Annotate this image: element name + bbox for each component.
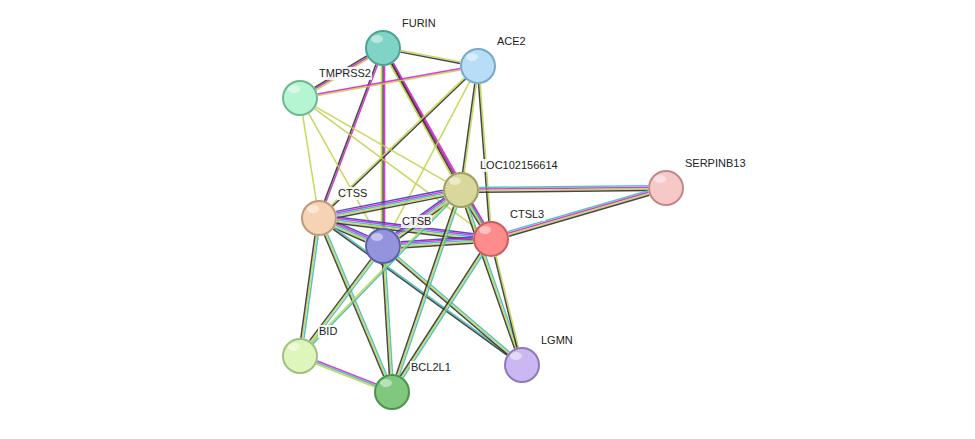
node-label: BCL2L1 — [410, 361, 452, 374]
interaction-edge — [396, 207, 456, 376]
evidence-line — [399, 208, 456, 376]
evidence-line — [463, 84, 475, 172]
interaction-edge — [479, 84, 491, 221]
evidence-line — [480, 84, 490, 221]
node-circle — [443, 172, 479, 208]
evidence-line — [384, 264, 391, 374]
evidence-line — [310, 259, 371, 340]
node-circle — [460, 48, 496, 84]
evidence-line — [401, 51, 461, 62]
evidence-line — [468, 206, 517, 347]
interaction-edge — [301, 236, 318, 339]
interaction-edge — [465, 206, 517, 348]
evidence-line — [464, 84, 476, 172]
evidence-line — [301, 236, 315, 338]
protein-node: TMPRSS2 — [282, 80, 318, 116]
evidence-line — [509, 194, 649, 235]
evidence-line — [403, 255, 482, 378]
node-label: FURIN — [401, 17, 437, 30]
node-circle — [648, 170, 684, 206]
protein-node: FURIN — [365, 30, 401, 66]
node-label: CTSB — [401, 215, 432, 228]
evidence-line — [386, 264, 393, 374]
protein-node: CTSB — [365, 228, 401, 264]
evidence-line — [508, 191, 648, 232]
node-circle — [365, 30, 401, 66]
node-label: CTSL3 — [509, 208, 545, 221]
node-label: ACE2 — [496, 35, 527, 48]
evidence-line — [402, 254, 481, 377]
interaction-edge — [495, 256, 519, 347]
evidence-line — [496, 256, 518, 347]
node-circle — [374, 374, 410, 410]
node-label: BID — [318, 325, 338, 338]
interaction-edge — [316, 107, 446, 181]
interaction-edge — [396, 256, 510, 354]
node-label: SERPINB13 — [684, 157, 747, 170]
node-circle — [282, 338, 318, 374]
evidence-line — [312, 261, 373, 342]
evidence-line — [317, 361, 375, 384]
interaction-edge — [479, 186, 648, 192]
node-circle — [504, 347, 540, 383]
evidence-line — [311, 260, 372, 341]
interaction-edge — [508, 191, 650, 237]
interaction-edge — [401, 51, 461, 64]
evidence-line — [400, 253, 479, 376]
protein-node: SERPINB13 — [648, 170, 684, 206]
node-label: CTSS — [337, 187, 368, 200]
evidence-line — [467, 207, 516, 348]
interaction-edge — [463, 84, 477, 173]
node-circle — [282, 80, 318, 116]
evidence-line — [399, 203, 448, 238]
protein-node: CTSL3 — [473, 221, 509, 257]
evidence-line — [508, 192, 648, 233]
node-label: LOC102156614 — [479, 159, 559, 172]
interaction-edge — [303, 116, 316, 200]
evidence-line — [509, 195, 649, 236]
node-label: TMPRSS2 — [318, 67, 372, 80]
evidence-line — [479, 84, 489, 221]
interaction-edge — [310, 259, 374, 342]
evidence-line — [302, 236, 316, 338]
evidence-line — [316, 107, 446, 181]
evidence-line — [495, 257, 517, 348]
evidence-line — [398, 207, 455, 375]
evidence-line — [401, 243, 473, 248]
node-circle — [365, 228, 401, 264]
evidence-line — [479, 191, 648, 193]
protein-node: BCL2L1 — [374, 374, 410, 410]
protein-node: LGMN — [504, 347, 540, 383]
node-circle — [301, 200, 337, 236]
interaction-edge — [400, 253, 482, 378]
evidence-line — [304, 236, 318, 338]
node-circle — [473, 221, 509, 257]
evidence-line — [303, 116, 316, 200]
evidence-line — [399, 202, 448, 237]
interaction-edge — [383, 264, 393, 374]
node-label: LGMN — [540, 334, 574, 347]
evidence-line — [317, 363, 375, 386]
evidence-line — [398, 200, 447, 235]
interaction-edge — [316, 361, 376, 387]
protein-node: BID — [282, 338, 318, 374]
evidence-line — [316, 364, 374, 387]
evidence-line — [396, 207, 453, 375]
evidence-line — [401, 52, 461, 63]
protein-node: CTSS — [301, 200, 337, 236]
evidence-line — [398, 256, 510, 352]
evidence-line — [383, 264, 390, 374]
protein-node: ACE2 — [460, 48, 496, 84]
evidence-line — [465, 208, 514, 349]
protein-node: LOC102156614 — [443, 172, 479, 208]
